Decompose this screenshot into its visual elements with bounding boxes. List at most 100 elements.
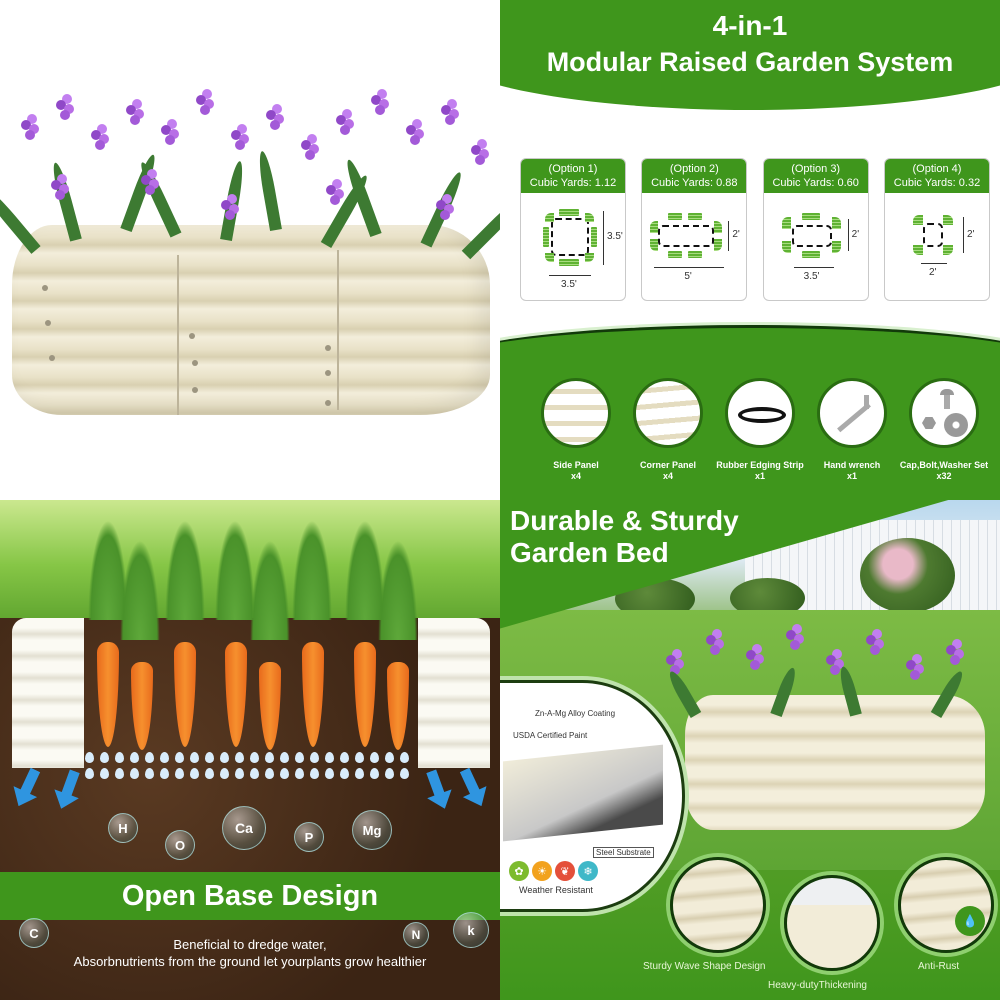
part-name: Corner Panel <box>639 460 697 470</box>
wrench-icon <box>817 378 887 448</box>
panel-seam <box>337 250 339 410</box>
dimension-height: 2' <box>732 229 740 240</box>
bolt-washer-icon <box>909 378 979 448</box>
nutrient-bubble: k <box>453 912 489 948</box>
layer-diagram <box>503 744 663 842</box>
option-cubic-yards: Cubic Yards: 0.32 <box>893 177 981 189</box>
option-label: (Option 2) <box>669 163 719 175</box>
option-cubic-yards: Cubic Yards: 0.88 <box>651 177 738 189</box>
layout-diagram: 3.5' 3.5' <box>521 193 625 300</box>
carrot <box>225 642 247 747</box>
dimension-height: 3.5' <box>607 231 623 242</box>
panel-title: Open Base Design <box>121 880 379 912</box>
wave-shape-closeup <box>670 857 766 953</box>
water-drops <box>85 752 415 779</box>
part-name: Hand wrench <box>823 460 881 470</box>
corner-panel-icon <box>633 378 703 448</box>
dimension-height: 2' <box>851 229 860 240</box>
dimension-width: 5' <box>684 271 692 282</box>
description-line-2: Absorbnutrients from the ground let your… <box>73 954 427 969</box>
nutrient-bubble: H <box>108 813 138 843</box>
rivet <box>325 370 331 376</box>
carrot <box>259 662 281 750</box>
nutrient-bubble: Mg <box>352 810 392 850</box>
option-card-1: (Option 1) Cubic Yards: 1.12 3.5' 3.5' <box>520 158 626 301</box>
panel-seam <box>177 255 179 415</box>
nutrient-bubble: O <box>165 830 195 860</box>
bed-wall-right <box>418 618 490 768</box>
title-line-2: Garden Bed <box>510 537 669 568</box>
panel-description: Beneficial to dredge water, Absorbnutrie… <box>0 936 500 970</box>
title-line-1: Durable & Sturdy <box>510 505 739 536</box>
panel-title: Durable & Sturdy Garden Bed <box>510 505 739 569</box>
nutrient-bubble: C <box>19 918 49 948</box>
title-line-2: Modular Raised Garden System <box>546 47 954 77</box>
layout-diagram: 2' 2' <box>885 193 989 300</box>
flowering-bush <box>860 538 955 613</box>
description-line-1: Beneficial to dredge water, <box>173 937 327 952</box>
feature-label-thickening: Heavy-dutyThickening <box>768 980 867 991</box>
rivet <box>42 285 48 291</box>
carrot <box>174 642 196 747</box>
layout-diagram: 2' 5' <box>642 193 746 300</box>
water-drop-shield-icon: 💧 <box>955 906 985 936</box>
layout-diagram: 2' 3.5' <box>764 193 868 300</box>
layer-label-coating: Zn-A-Mg Alloy Coating <box>535 709 616 718</box>
layer-label-substrate: Steel Substrate <box>593 847 654 858</box>
part-qty: x4 <box>662 471 673 481</box>
rivet <box>325 400 331 406</box>
rivet <box>189 333 195 339</box>
title-band <box>0 872 500 920</box>
feature-label-wave: Sturdy Wave Shape Design <box>643 961 766 972</box>
nutrient-bubble: N <box>403 922 429 948</box>
option-card-2: (Option 2) Cubic Yards: 0.88 2' 5' <box>641 158 748 301</box>
layer-label-paint: USDA Certified Paint <box>513 731 588 740</box>
option-card-3: (Option 3) Cubic Yards: 0.60 2' 3.5' <box>762 158 869 301</box>
option-label: (Option 1) <box>548 163 598 175</box>
part-name: Side Panel <box>553 460 599 470</box>
part-qty: x4 <box>570 471 581 481</box>
rivet <box>49 355 55 361</box>
carrot <box>387 662 409 750</box>
open-base-panel: H O Ca P Mg Open Base Design C N k Benef… <box>0 500 500 1000</box>
sun-weather-icon: ☀ <box>532 861 552 881</box>
anti-rust-closeup: 💧 <box>898 857 994 953</box>
thickness-caliper-closeup <box>784 875 880 971</box>
part-qty: x1 <box>846 471 857 481</box>
part-name: Cap,Bolt,Washer Set <box>899 460 989 470</box>
option-label: (Option 3) <box>791 163 841 175</box>
material-layers-callout: Zn-A-Mg Alloy Coating USDA Certified Pai… <box>500 680 685 912</box>
carrot <box>131 662 153 750</box>
option-cubic-yards: Cubic Yards: 0.60 <box>772 177 859 189</box>
autumn-leaf-icon: ❦ <box>555 861 575 881</box>
flower-foliage <box>650 625 990 735</box>
product-photo-panel <box>0 0 500 500</box>
nutrient-bubble: Ca <box>222 806 266 850</box>
title-line-1: 4-in-1 <box>712 10 788 41</box>
raised-bed-planter <box>685 695 985 830</box>
option-label: (Option 4) <box>912 163 962 175</box>
dimension-height: 2' <box>966 229 975 240</box>
flower-foliage <box>0 80 500 280</box>
part-qty: x1 <box>754 471 765 481</box>
modular-system-panel: 4-in-1 Modular Raised Garden System (Opt… <box>500 0 1000 500</box>
snowflake-icon: ❄ <box>578 861 598 881</box>
option-cubic-yards: Cubic Yards: 1.12 <box>529 177 617 189</box>
carrot <box>302 642 324 747</box>
rubber-strip-icon <box>725 378 795 448</box>
option-card-4: (Option 4) Cubic Yards: 0.32 2' 2' <box>883 158 990 301</box>
rivet <box>325 345 331 351</box>
durability-panel: Durable & Sturdy Garden Bed Zn-A-Mg Allo… <box>500 500 1000 1000</box>
carrot <box>97 642 119 747</box>
rivet <box>192 360 198 366</box>
side-panel-icon <box>541 378 611 448</box>
size-options: (Option 1) Cubic Yards: 1.12 3.5' 3.5' (O… <box>520 158 990 301</box>
leaf-weather-icon: ✿ <box>509 861 529 881</box>
part-name: Rubber Edging Strip <box>716 460 804 470</box>
